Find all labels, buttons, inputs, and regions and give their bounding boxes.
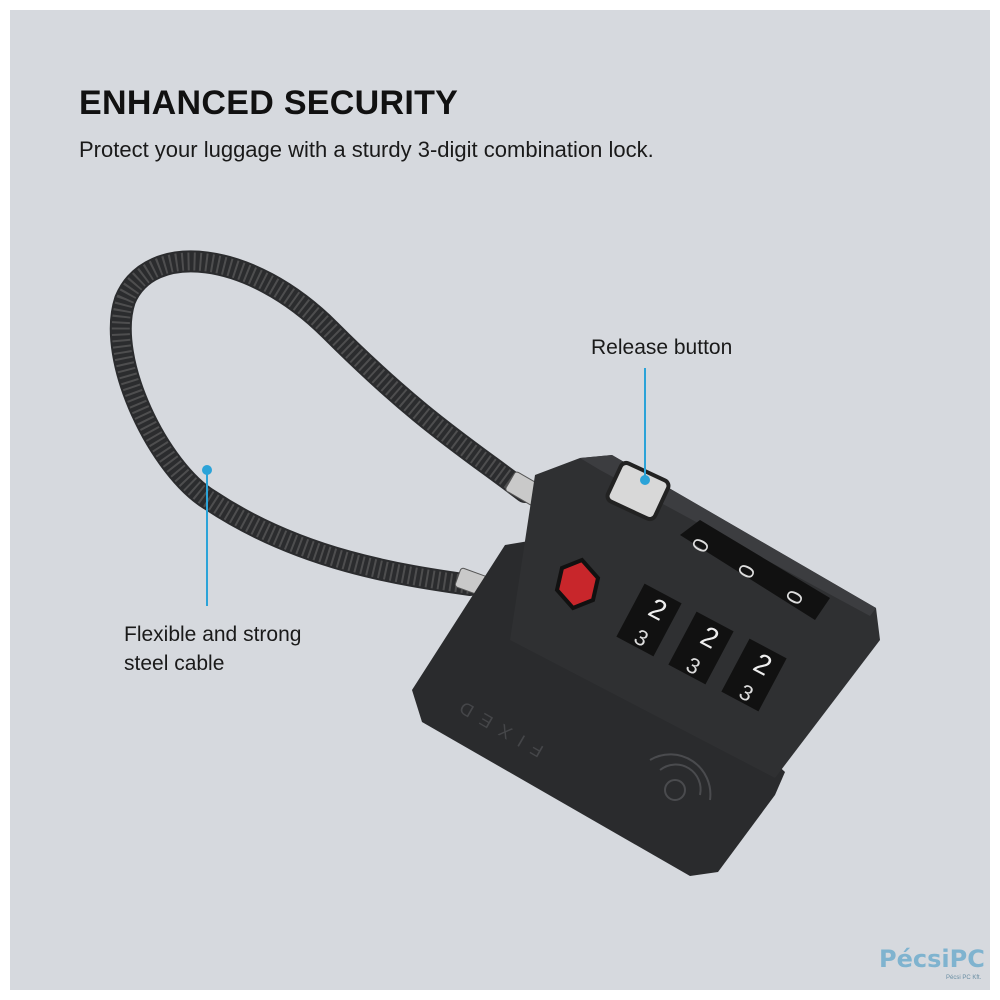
- tracking-icon: [649, 753, 712, 801]
- release-button: [605, 460, 671, 522]
- cable-label-line2: steel cable: [124, 652, 225, 675]
- cable-label-line1: Flexible and strong: [124, 623, 302, 646]
- lock-front-slab: [412, 540, 785, 876]
- tsa-icon: [554, 557, 601, 611]
- background-panel: [10, 10, 990, 990]
- page-title: ENHANCED SECURITY: [79, 84, 459, 122]
- cable-label: Flexible and strong steel cable: [124, 620, 301, 678]
- steel-cable: [109, 250, 536, 596]
- page-subtitle: Protect your luggage with a sturdy 3-dig…: [79, 137, 654, 162]
- cable-callout-dot: [202, 465, 212, 475]
- release-callout-dot: [640, 475, 650, 485]
- watermark-sub: Pécsi PC Kft.: [946, 975, 982, 981]
- release-button-label: Release button: [591, 336, 733, 359]
- watermark-logo: PécsiPC: [879, 945, 985, 973]
